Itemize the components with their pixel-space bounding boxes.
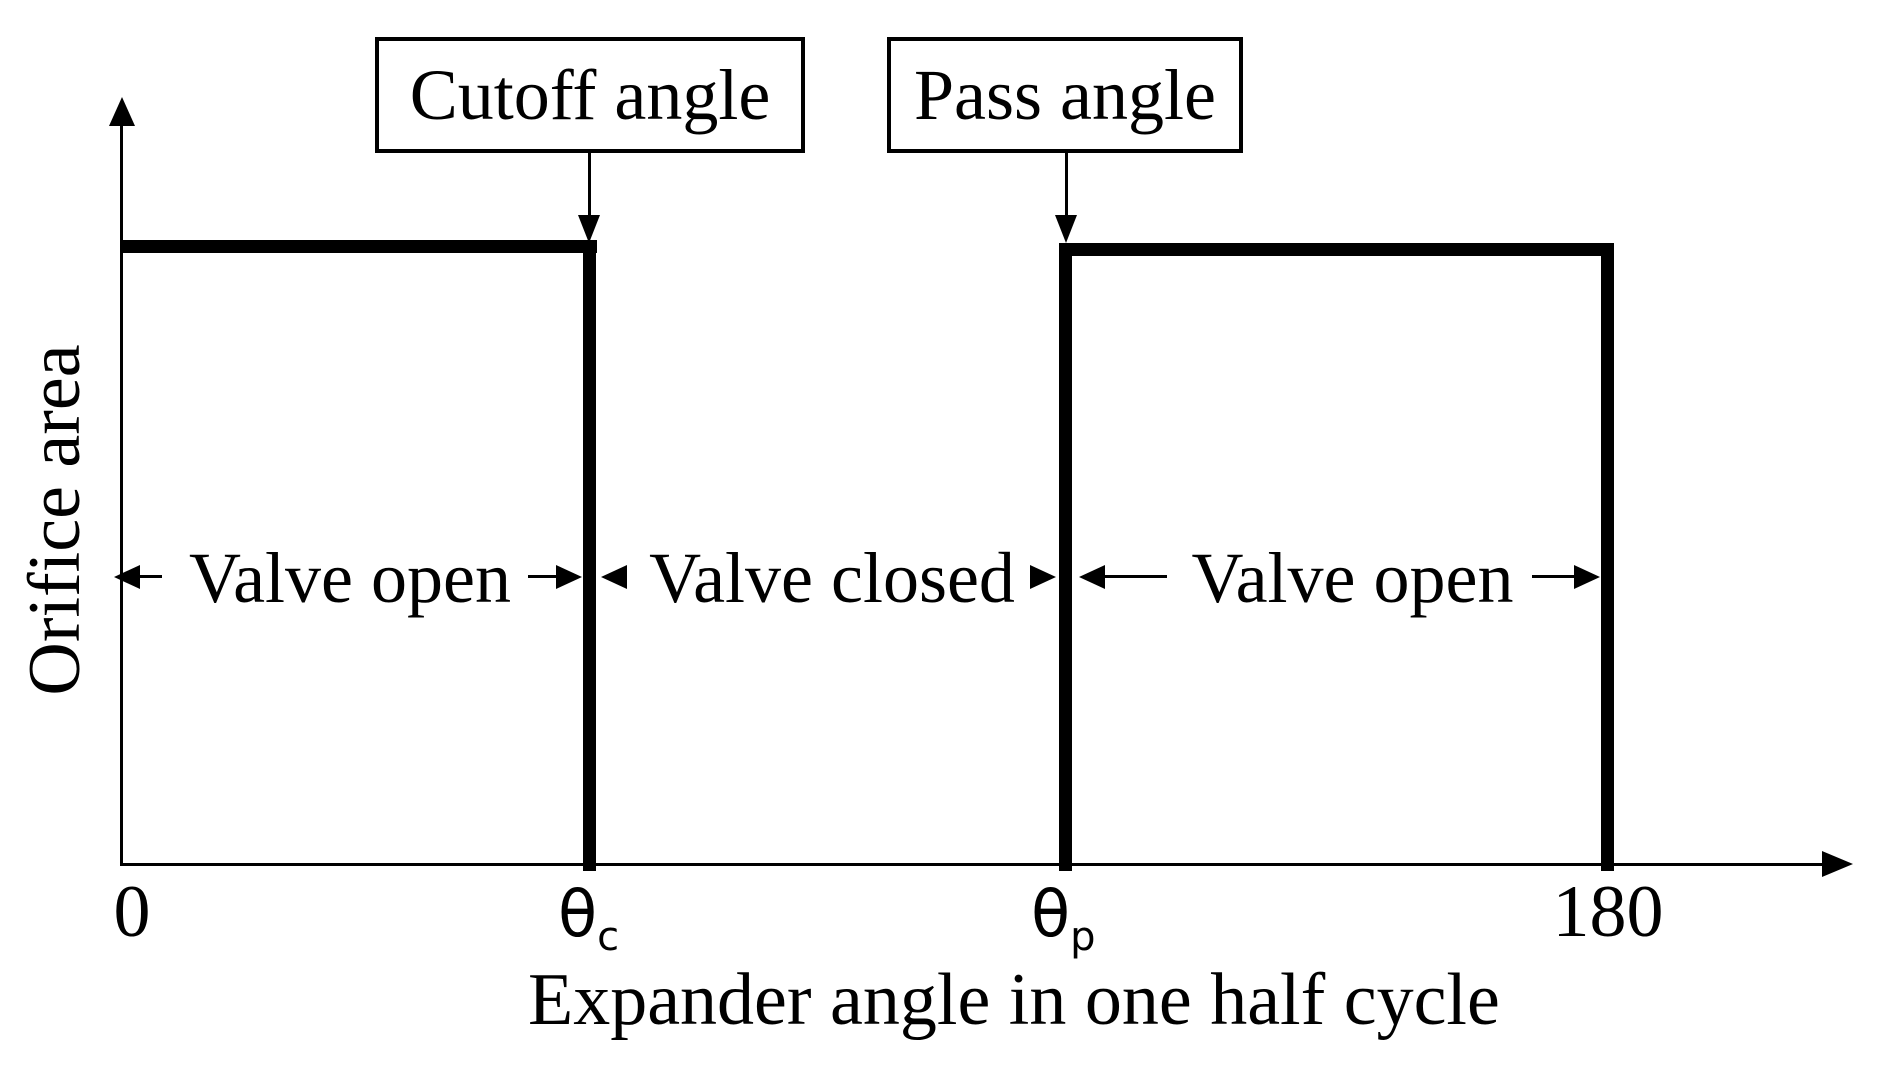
- region1-right-arrowhead-icon: [556, 565, 582, 589]
- x-tick-label-0: 0: [113, 871, 151, 953]
- cutoff-angle-callout-label: Cutoff angle: [409, 55, 771, 135]
- pulse1-cutoff-edge-line: [583, 240, 596, 871]
- region1-valve-open-label: Valve open: [189, 538, 511, 618]
- pass-callout-arrowhead-icon: [1055, 215, 1077, 243]
- y-axis-title: Orifice area: [14, 344, 96, 696]
- region3-valve-open-label: Valve open: [1191, 538, 1514, 618]
- region2-right-arrowhead-icon: [1030, 565, 1056, 589]
- region1-left-arrow-tail: [140, 575, 162, 578]
- pass-angle-callout-box: Pass angle: [887, 37, 1243, 153]
- region1-right-arrow-tail: [528, 575, 556, 578]
- region3-left-arrow-tail: [1105, 575, 1167, 578]
- theta-c-symbol: θ: [558, 878, 598, 952]
- y-axis-line: [120, 108, 123, 866]
- y-axis-arrowhead-icon: [109, 97, 135, 126]
- cutoff-callout-arrow-line: [588, 153, 591, 215]
- x-tick-label-theta-c: θc: [558, 872, 648, 963]
- region2-valve-closed-label: Valve closed: [649, 538, 1015, 618]
- x-axis-title: Expander angle in one half cycle: [528, 959, 1500, 1041]
- pulse2-top-line: [1059, 243, 1614, 256]
- x-axis-arrowhead-icon: [1822, 851, 1853, 877]
- region3-right-arrow-tail: [1532, 575, 1574, 578]
- pulse1-top-line: [120, 240, 597, 253]
- pulse2-pass-edge-line: [1059, 243, 1072, 871]
- pulse2-end-edge-line: [1601, 243, 1614, 871]
- region3-right-arrowhead-icon: [1574, 565, 1600, 589]
- region2-left-arrowhead-icon: [601, 565, 627, 589]
- region3-left-arrowhead-icon: [1079, 565, 1105, 589]
- x-tick-label-180: 180: [1552, 871, 1664, 953]
- x-tick-label-theta-p: θp: [1031, 872, 1121, 963]
- cutoff-callout-arrowhead-icon: [578, 215, 600, 243]
- pass-angle-callout-label: Pass angle: [914, 55, 1216, 135]
- theta-c-subscript: c: [597, 914, 620, 960]
- region1-left-arrowhead-icon: [114, 565, 140, 589]
- cutoff-angle-callout-box: Cutoff angle: [375, 37, 805, 153]
- x-axis-line: [120, 863, 1822, 866]
- theta-p-symbol: θ: [1031, 878, 1071, 952]
- theta-p-subscript: p: [1070, 914, 1096, 960]
- pass-callout-arrow-line: [1065, 153, 1068, 215]
